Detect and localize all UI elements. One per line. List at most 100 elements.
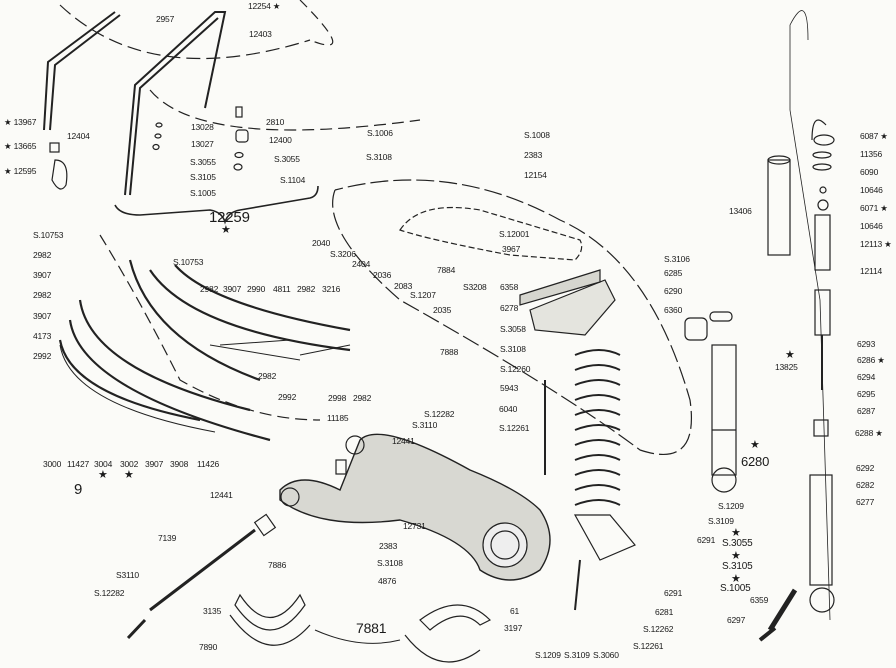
part-label: 12400 [269, 135, 292, 145]
part-label: S.3060 [593, 650, 619, 660]
star-icon: ★ [98, 469, 108, 481]
part-label: 6277 [856, 497, 875, 507]
fender-outline [149, 89, 421, 131]
part-label: 3907 [145, 459, 164, 469]
part-label: S3208 [463, 282, 487, 292]
part-label: 2810 [266, 117, 285, 127]
part-label: 3908 [170, 459, 189, 469]
star-icon: ★ [731, 550, 741, 562]
part-label: 10646 [860, 221, 883, 231]
shock-exploded [809, 119, 835, 613]
part-label: 7886 [268, 560, 287, 570]
star-icon: ★ [731, 573, 741, 585]
part-label: S.1104 [280, 175, 306, 185]
part-label: 2982 [33, 290, 52, 300]
part-label: 3004 [94, 459, 113, 469]
part-label: 12731 [403, 521, 426, 531]
star-icon: ★ [221, 224, 231, 236]
part-label: 6040 [499, 404, 518, 414]
side-rails [58, 259, 351, 442]
part-label: 6297 [727, 615, 746, 625]
part-label: 6290 [664, 286, 683, 296]
assembly-label: 12259 [209, 209, 250, 226]
part-label: 3907 [33, 270, 52, 280]
part-label: 6291 [664, 588, 683, 598]
part-label: S.12261 [633, 641, 664, 651]
part-12595 [51, 159, 68, 190]
part-label: 7890 [199, 642, 218, 652]
part-label: 6291 [697, 535, 716, 545]
part-label: 4811 [273, 284, 291, 294]
part-label: 13028 [191, 122, 214, 132]
part-label: 2982 [33, 250, 52, 260]
assembly-brace [114, 185, 319, 225]
part-label: S.1008 [524, 130, 550, 140]
part-label: 6278 [500, 303, 519, 313]
part-label: 13825 [775, 362, 798, 372]
fender-outline [332, 179, 692, 455]
part-label: 13406 [729, 206, 752, 216]
part-label: 7139 [158, 533, 177, 543]
part-label: S.3058 [500, 324, 526, 334]
part-label: 6282 [856, 480, 875, 490]
part-label: S.1006 [367, 128, 393, 138]
part-label: 7888 [440, 347, 459, 357]
part-label: 2383 [379, 541, 398, 551]
part-label: 2982 [353, 393, 372, 403]
part-label: 2982 [297, 284, 316, 294]
part-label: S.1209 [535, 650, 561, 660]
part-label: 2036 [373, 270, 392, 280]
part-label: 5943 [500, 383, 519, 393]
brake-shoe [404, 634, 481, 663]
part-label: 2404 [352, 259, 371, 269]
part-label: 3002 [120, 459, 139, 469]
body-outline [299, 0, 334, 46]
part-label: 2040 [312, 238, 331, 248]
part-label: 12441 [392, 436, 415, 446]
brake-shoe [419, 604, 492, 631]
part-label: S.3110 [412, 420, 438, 430]
part-label: 61 [510, 606, 520, 616]
seat-outline [99, 234, 321, 421]
part-label: 3216 [322, 284, 341, 294]
part-label: 2982 [200, 284, 219, 294]
part-label: S.12282 [94, 588, 125, 598]
part-label: 6280 [741, 454, 770, 469]
part-label: S.1209 [718, 501, 744, 511]
star-icon: ★ [124, 469, 134, 481]
part-label: 10646 [860, 185, 883, 195]
part-label: 6285 [664, 268, 683, 278]
part-label: 12154 [524, 170, 547, 180]
part-label: S.12001 [499, 229, 530, 239]
part-label: S.3206 [330, 249, 356, 259]
part-label: 2992 [278, 392, 297, 402]
part-label: S.3108 [500, 344, 526, 354]
part-label: 3197 [504, 623, 523, 633]
part-label: S.12260 [500, 364, 531, 374]
part-label: 6281 [655, 607, 674, 617]
part-label: 11427 [67, 459, 90, 469]
star-icon: ★ [750, 439, 760, 451]
spring-mount [529, 279, 616, 336]
part-label: S.3108 [366, 152, 392, 162]
part-label: 6286 ★ [857, 355, 885, 365]
part-label: S.10753 [173, 257, 204, 267]
star-icon: ★ [785, 349, 795, 361]
part-label: 2383 [524, 150, 543, 160]
part-label: S.3055 [274, 154, 300, 164]
part-label: 6360 [664, 305, 683, 315]
part-label: 6359 [750, 595, 769, 605]
part-label: 6293 [857, 339, 876, 349]
part-label: 12113 ★ [860, 239, 892, 249]
part-label: 2083 [394, 281, 413, 291]
part-label: 3907 [33, 311, 52, 321]
part-label: 11185 [327, 413, 349, 423]
bracket-6281 [573, 514, 636, 561]
shock-absorber [711, 155, 791, 493]
part-label: 6087 ★ [860, 131, 888, 141]
part-label: S.1005 [720, 583, 751, 594]
brake-shoe [234, 593, 306, 631]
diagram-title: 9 [74, 481, 83, 498]
